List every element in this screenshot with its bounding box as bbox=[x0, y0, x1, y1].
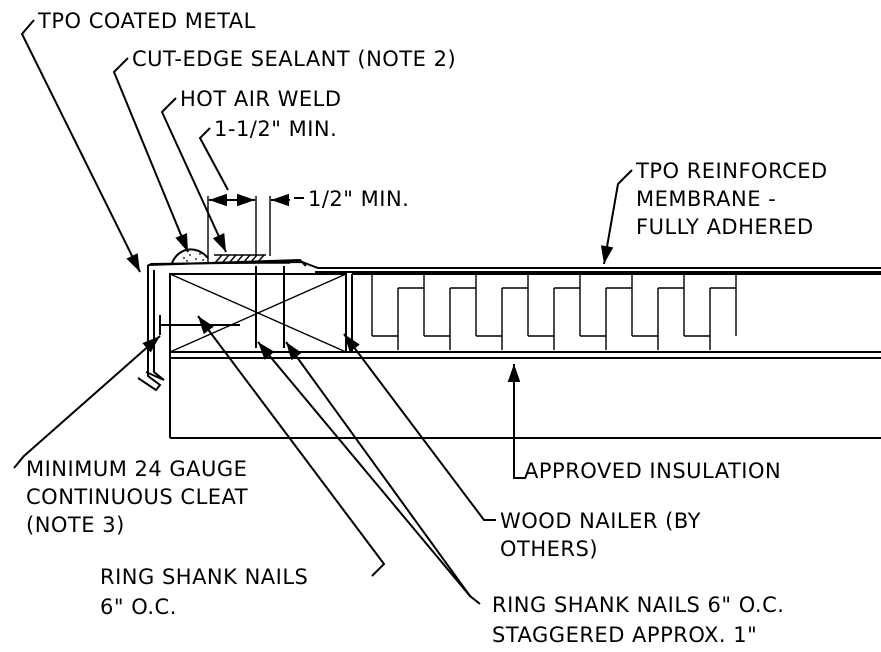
label-tpo-membrane-2: MEMBRANE - bbox=[636, 187, 776, 211]
label-ring-nails-right-1: RING SHANK NAILS 6" O.C. bbox=[492, 593, 784, 617]
tpo-coated-metal-flashing bbox=[137, 265, 162, 392]
label-hot-air-weld: HOT AIR WELD bbox=[180, 87, 342, 111]
label-tpo-coated-metal: TPO COATED METAL bbox=[37, 9, 256, 33]
cut-edge-sealant-bead bbox=[171, 248, 209, 264]
leader-cut-edge-sealant bbox=[112, 57, 189, 253]
label-cleat-3: (NOTE 3) bbox=[26, 513, 125, 537]
label-cut-edge-sealant: CUT-EDGE SEALANT (NOTE 2) bbox=[132, 47, 456, 71]
label-min-1-5: 1-1/2" MIN. bbox=[214, 117, 337, 141]
label-cleat-1: MINIMUM 24 GAUGE bbox=[26, 457, 247, 481]
label-ring-nails-right-2: STAGGERED APPROX. 1" bbox=[492, 623, 757, 647]
leader-lines bbox=[13, 19, 633, 605]
label-wood-nailer-1: WOOD NAILER (BY bbox=[500, 509, 701, 533]
leader-ring-nails-right-2 bbox=[285, 341, 471, 597]
wood-nailer-x bbox=[169, 273, 347, 353]
leader-approved-insulation bbox=[507, 364, 526, 479]
structure bbox=[137, 248, 881, 439]
leader-tpo-membrane bbox=[600, 169, 633, 265]
label-min-0-5: 1/2" MIN. bbox=[308, 187, 409, 211]
label-ring-nails-left-2: 6" O.C. bbox=[100, 595, 177, 619]
insulation-pattern bbox=[371, 274, 737, 350]
label-approved-insulation: APPROVED INSULATION bbox=[524, 459, 781, 483]
leader-tpo-coated-metal bbox=[20, 19, 141, 273]
flashing-top bbox=[147, 258, 307, 267]
label-tpo-membrane-1: TPO REINFORCED bbox=[635, 159, 828, 183]
leader-min-1-5 bbox=[198, 127, 229, 191]
labels: TPO COATED METAL CUT-EDGE SEALANT (NOTE … bbox=[26, 9, 828, 647]
leader-hot-air-weld bbox=[160, 97, 227, 253]
tpo-coated-metal-flashing-inner bbox=[145, 270, 165, 381]
hot-air-weld-hatch bbox=[214, 254, 290, 264]
leader-wood-nailer bbox=[343, 333, 496, 521]
sealant-speckle bbox=[183, 253, 204, 262]
label-cleat-2: CONTINUOUS CLEAT bbox=[26, 485, 248, 509]
label-ring-nails-left-1: RING SHANK NAILS bbox=[100, 565, 308, 589]
leader-ring-nails-left bbox=[197, 315, 386, 577]
dimensions bbox=[207, 193, 290, 262]
leader-cleat bbox=[13, 335, 161, 469]
label-wood-nailer-2: OTHERS) bbox=[500, 537, 598, 561]
label-tpo-membrane-3: FULLY ADHERED bbox=[636, 215, 814, 239]
